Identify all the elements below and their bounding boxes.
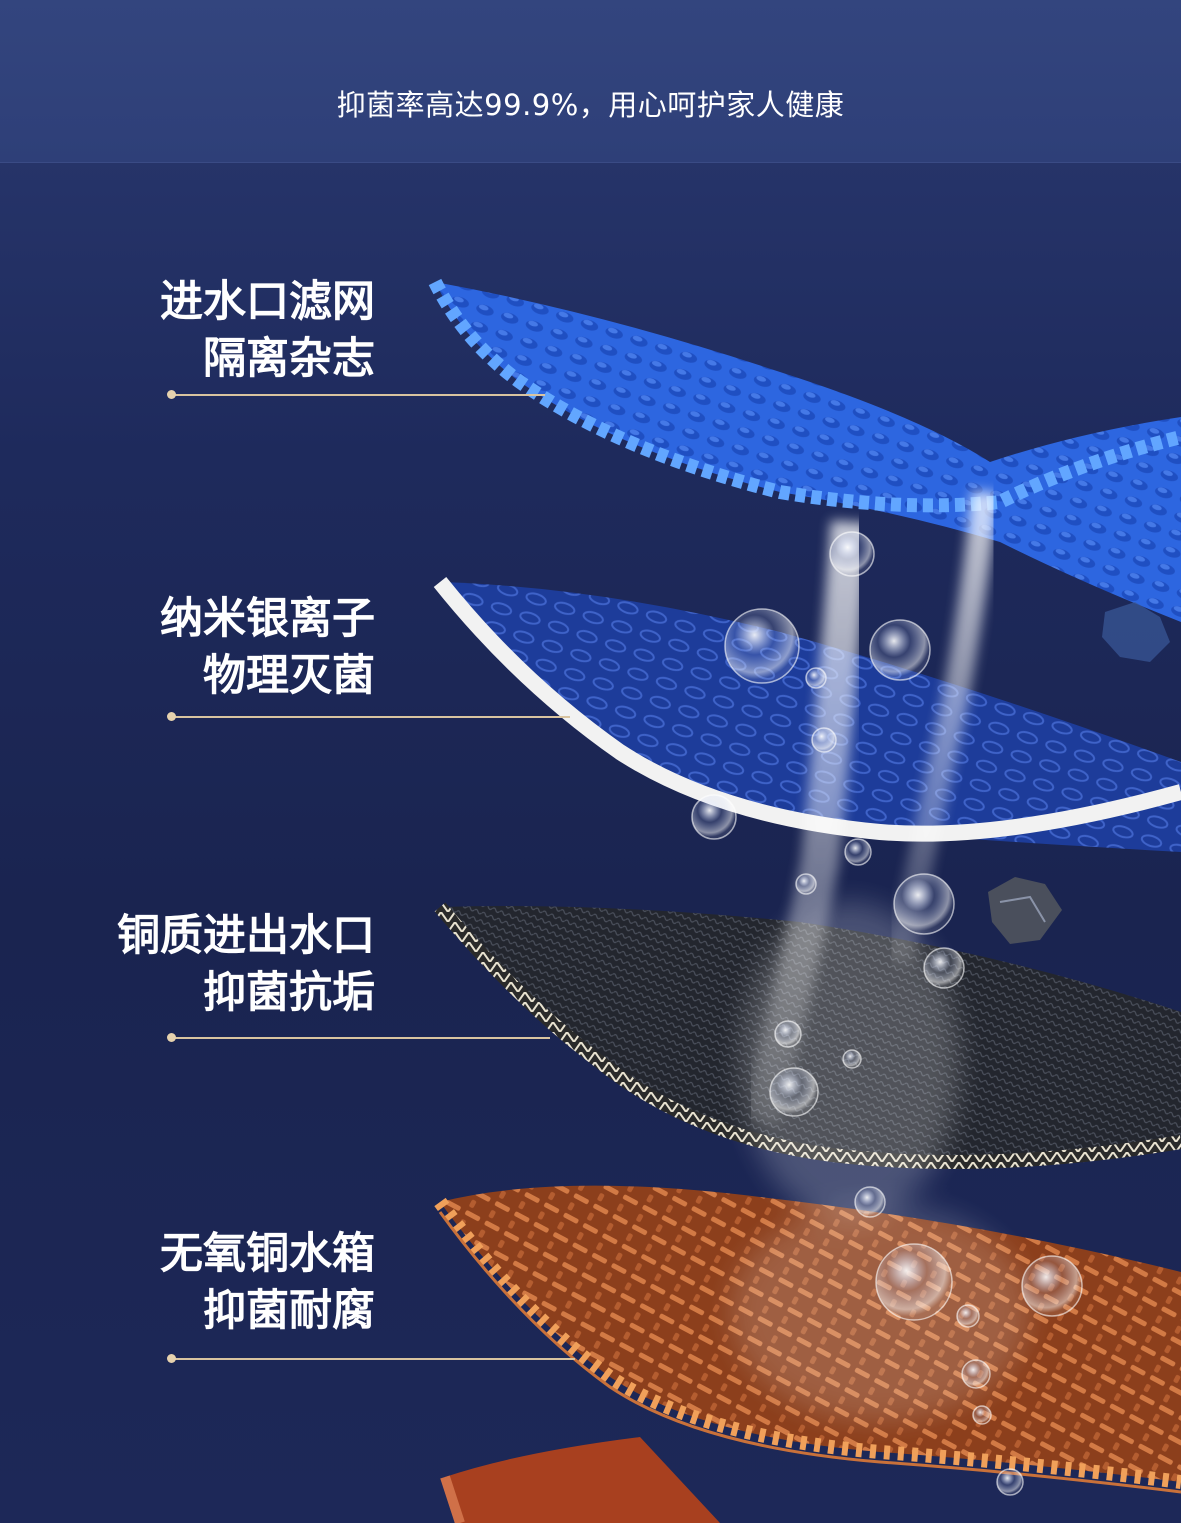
impurity-particles (988, 602, 1170, 944)
leader-line (167, 390, 545, 399)
header-title: 抑菌率高达99.9%，用心呵护家人健康 (336, 88, 845, 122)
label-line: 铜质进出水口 (117, 911, 375, 961)
layer-label-silver-ion: 纳米银离子 物理灭菌 (160, 591, 375, 705)
label-line: 隔离杂志 (203, 334, 375, 384)
bottom-layer-sheet (445, 1437, 720, 1523)
bubbles (691, 531, 1083, 1496)
layer-label-copper-port: 铜质进出水口 抑菌抗垢 (117, 908, 375, 1022)
inlet-filter-layer (428, 278, 1181, 622)
label-line: 物理灭菌 (203, 651, 375, 701)
layer-label-copper-tank: 无氧铜水箱 抑菌耐腐 (160, 1226, 375, 1340)
filter-layers-illustration (428, 278, 1181, 1523)
label-line: 无氧铜水箱 (160, 1229, 375, 1279)
silver-ion-layer (433, 577, 1181, 852)
label-line: 纳米银离子 (160, 594, 375, 644)
leader-line (167, 712, 570, 721)
label-line: 抑菌抗垢 (203, 968, 375, 1018)
label-line: 进水口滤网 (160, 277, 375, 327)
header-banner: 抑菌率高达99.9%，用心呵护家人健康 (0, 0, 1181, 163)
layer-label-inlet-filter: 进水口滤网 隔离杂志 (160, 274, 375, 388)
label-line: 抑菌耐腐 (203, 1286, 375, 1336)
leader-line (167, 1033, 550, 1042)
leader-line (167, 1354, 575, 1363)
